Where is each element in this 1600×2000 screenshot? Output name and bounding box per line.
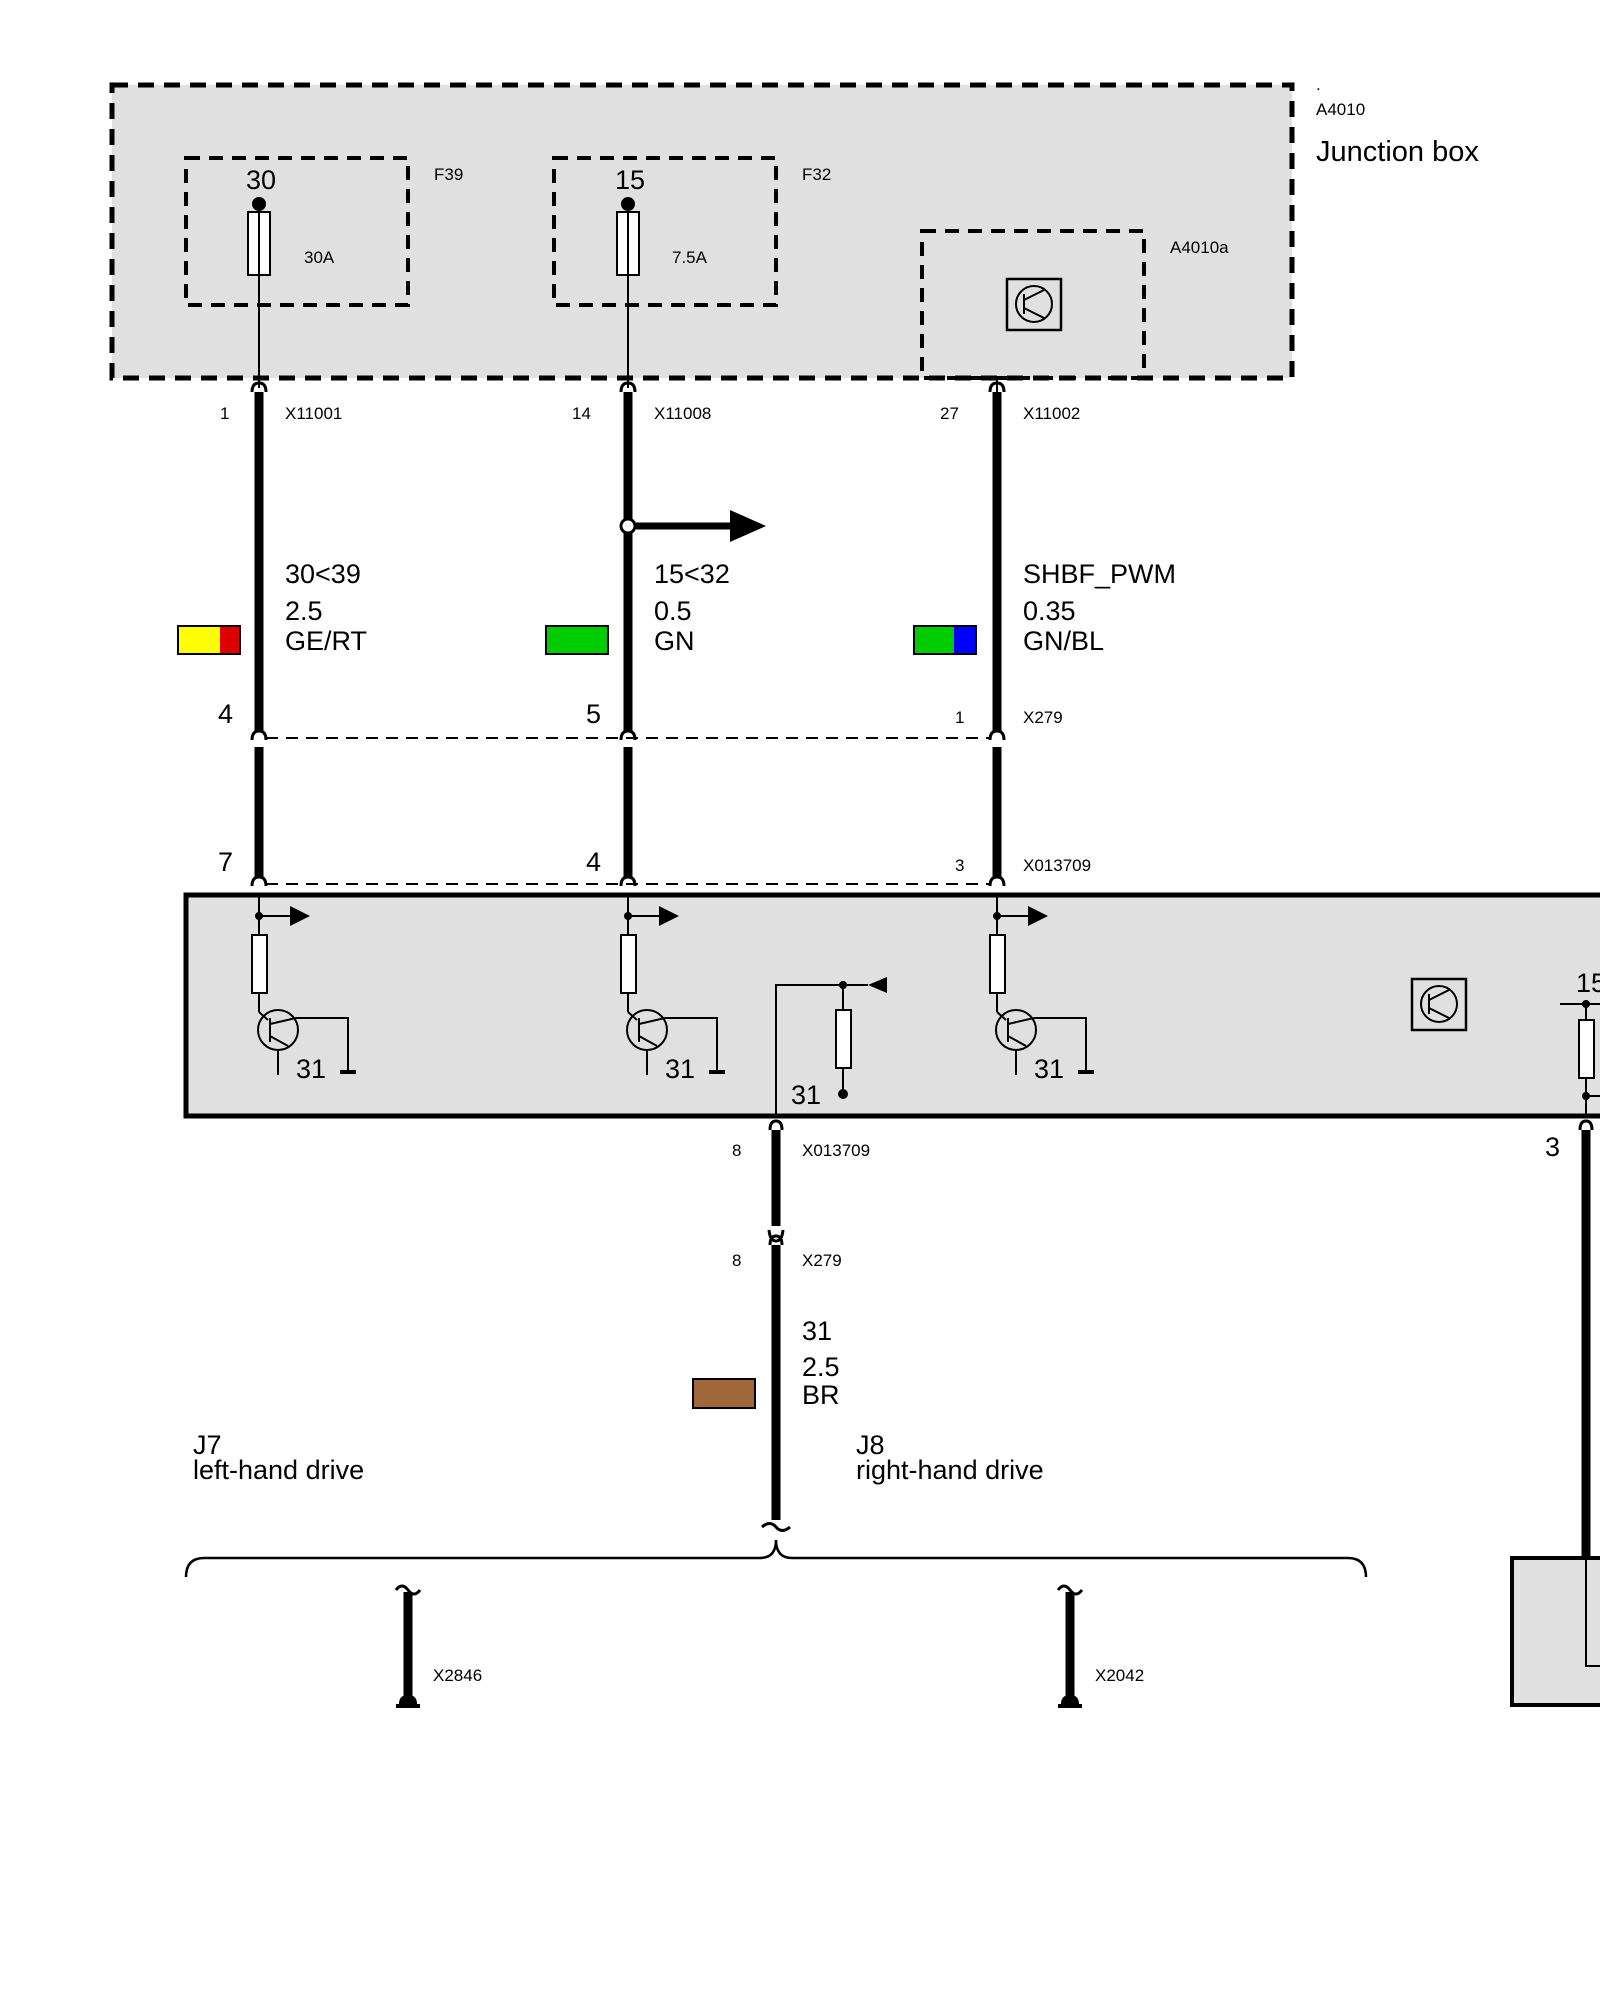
connector-x11008-pin: 14 — [572, 404, 591, 423]
connector-x013709-upper: 7 4 3 X013709 — [218, 847, 1091, 887]
right-connector-pin: 3 — [1545, 1132, 1560, 1162]
fuse-f39: 30 F39 30A — [184, 156, 463, 388]
wire-15-32-signal: 15<32 — [654, 559, 730, 589]
fuse-f32-terminal-dot — [621, 197, 635, 211]
resistor-icon — [251, 934, 268, 994]
connector-x279-upper: 4 5 1 X279 — [218, 699, 1063, 741]
connector-x11008-id: X11008 — [654, 404, 711, 423]
x279-pin-b: 5 — [586, 699, 601, 729]
x013709-lower-id: X013709 — [802, 1141, 870, 1160]
wire-ground-31: 8 X013709 8 X279 31 2.5 BR — [692, 1119, 870, 1532]
variant-j8-code: J8 — [856, 1430, 885, 1460]
transistor-icon — [626, 1009, 668, 1075]
wire-30-39-color-code: GE/RT — [285, 626, 367, 656]
wire-15-32-color-swatch — [545, 625, 609, 655]
splice-point — [619, 517, 637, 535]
transistor-icon — [257, 1009, 299, 1075]
right-component-box — [1510, 1556, 1600, 1707]
resistor-icon — [989, 934, 1006, 994]
wire-ground-gauge: 2.5 — [802, 1352, 840, 1382]
top-connectors: 1 X11001 14 X11008 27 X11002 — [220, 381, 1080, 423]
right-terminal-label: 15 — [1576, 968, 1600, 998]
x279-pin-a: 4 — [218, 699, 233, 729]
continuation-arrow-icon — [730, 510, 766, 542]
wire-ground-signal: 31 — [802, 1316, 832, 1346]
input-arrow-icon — [868, 977, 887, 993]
variant-j7-label: left-hand drive — [193, 1455, 364, 1485]
x279-id: X279 — [1023, 708, 1063, 727]
junction-box-dot: . — [1316, 75, 1321, 94]
connector-x11001-id: X11001 — [285, 404, 342, 423]
wire-30-39-color-swatch — [177, 625, 241, 655]
fuse-f39-rating: 30A — [304, 248, 335, 267]
x279-lower-id: X279 — [802, 1251, 842, 1270]
right-edge-circuit: 15 — [1560, 968, 1600, 1116]
variant-brace: J7 left-hand drive J8 right-hand drive — [184, 1430, 1368, 1578]
resistor-icon — [1578, 1019, 1595, 1079]
transistor-icon — [995, 1009, 1037, 1075]
control-module-outline — [183, 892, 1600, 1119]
wire-30-39-signal: 30<39 — [285, 559, 361, 589]
ground-connector-x2042: X2042 — [1056, 1584, 1144, 1708]
transistor-icon — [1005, 277, 1063, 332]
wire-shbf-pwm-color-swatch — [913, 625, 977, 655]
module-transistor-icon — [1410, 977, 1468, 1032]
driver-channel-3: 31 — [989, 895, 1094, 1084]
connector-x11002-symbol — [988, 381, 1006, 393]
wire-shbf-pwm-gauge: 0.35 — [1023, 596, 1076, 626]
connector-x11001-symbol — [250, 381, 268, 393]
connector-x11002-pin: 27 — [940, 404, 959, 423]
ground-icon — [838, 1089, 848, 1099]
driver-channel-1: 31 — [251, 895, 356, 1084]
junction-box-title: Junction box — [1316, 136, 1479, 168]
driver-channel-2: 31 — [620, 895, 725, 1084]
connector-x2042-id: X2042 — [1095, 1666, 1144, 1685]
junction-box-id: A4010 — [1316, 100, 1365, 119]
ground-connector-x2846: X2846 — [394, 1584, 482, 1708]
connector-x2846-id: X2846 — [433, 1666, 482, 1685]
wire-shbf-pwm-color-code: GN/BL — [1023, 626, 1104, 656]
ground-feed-circuit: 31 — [775, 977, 887, 1116]
x279-lower-pin: 8 — [732, 1251, 741, 1270]
wire-15-32-color-code: GN — [654, 626, 695, 656]
x013709-lower-pin: 8 — [732, 1141, 741, 1160]
fuse-f32-terminal: 15 — [615, 165, 645, 195]
sub-module-a4010a: A4010a — [920, 229, 1229, 392]
wire-15-32-gauge: 0.5 — [654, 596, 692, 626]
wire-ground-color-code: BR — [802, 1380, 840, 1410]
wire-labels: 30<39 2.5 GE/RT 15<32 0.5 GN SHBF_PWM 0.… — [177, 559, 1176, 656]
x013709-pin-a: 7 — [218, 847, 233, 877]
fuse-f32: 15 F32 7.5A — [552, 156, 831, 388]
wire-30-39-gauge: 2.5 — [285, 596, 323, 626]
resistor-icon — [835, 1009, 852, 1069]
x013709-id: X013709 — [1023, 856, 1091, 875]
wire-shbf-pwm-signal: SHBF_PWM — [1023, 559, 1176, 589]
fuse-f32-id: F32 — [802, 165, 831, 184]
x279-pin-c: 1 — [955, 708, 964, 727]
variant-j8-label: right-hand drive — [856, 1455, 1044, 1485]
connector-x11002-id: X11002 — [1023, 404, 1080, 423]
fuse-f39-terminal: 30 — [246, 165, 276, 195]
ground-label-3: 31 — [791, 1080, 821, 1110]
variant-j7-code: J7 — [193, 1430, 222, 1460]
wire-15-32 — [619, 392, 766, 878]
wire-ground-color-swatch — [692, 1378, 756, 1409]
fuse-f39-terminal-dot — [252, 197, 266, 211]
resistor-icon — [620, 934, 637, 994]
sub-module-id: A4010a — [1170, 238, 1229, 257]
right-edge-wire: 3 — [1510, 1119, 1600, 1707]
connector-x11001-pin: 1 — [220, 404, 229, 423]
junction-box: . A4010 Junction box 30 F39 30A 15 F32 7… — [109, 75, 1479, 392]
ground-label-2: 31 — [665, 1054, 695, 1084]
fuse-f32-rating: 7.5A — [672, 248, 708, 267]
ground-label-1: 31 — [296, 1054, 326, 1084]
connector-x11008-symbol — [619, 381, 637, 393]
x013709-pin-c: 3 — [955, 856, 964, 875]
x013709-pin-b: 4 — [586, 847, 601, 877]
control-module: 31 31 — [183, 892, 1600, 1119]
ground-label-4: 31 — [1034, 1054, 1064, 1084]
fuse-f39-id: F39 — [434, 165, 463, 184]
